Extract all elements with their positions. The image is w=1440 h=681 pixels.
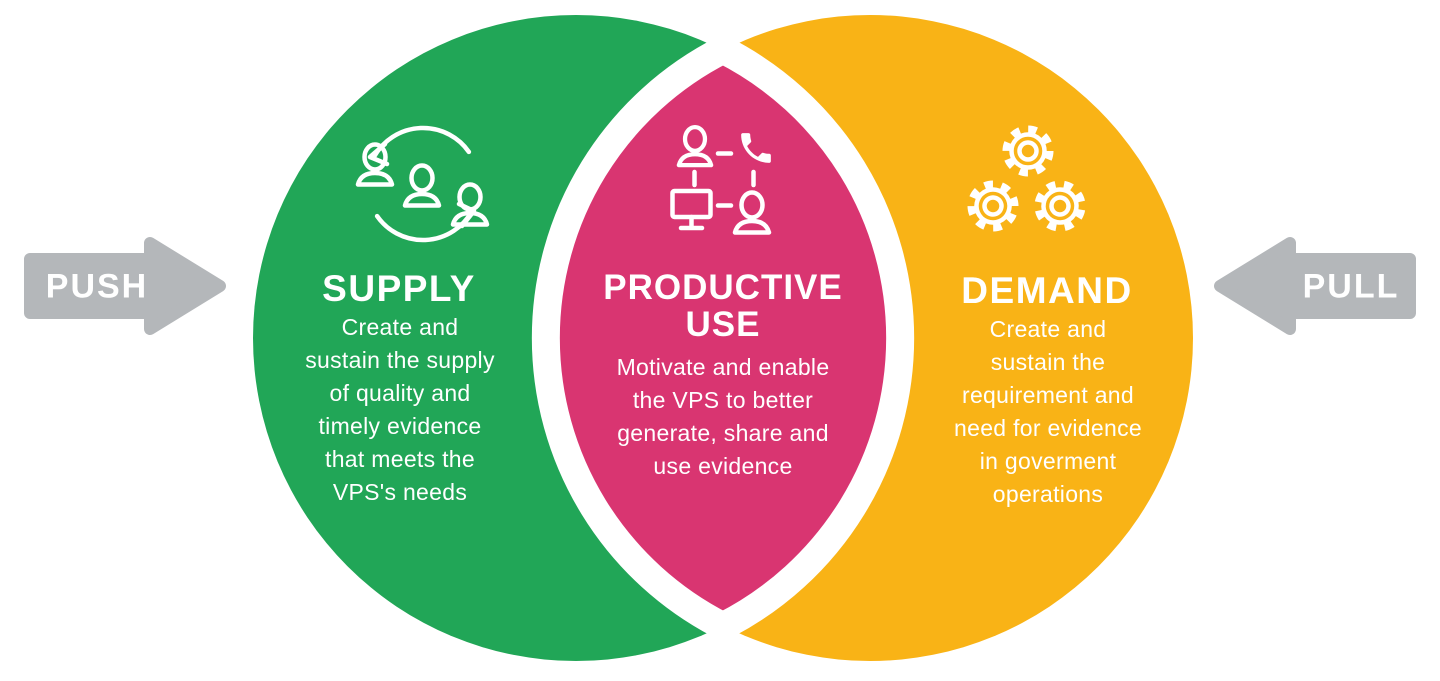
supply-line: Create and — [341, 314, 459, 340]
productive-use-title-line1: PRODUCTIVE — [603, 268, 843, 307]
supply-line: that meets the — [325, 446, 475, 472]
monitor-icon — [670, 188, 713, 231]
demand-line: Create and — [989, 316, 1107, 342]
demand-line: operations — [992, 481, 1104, 507]
productive-use-title: PRODUCTIVE USE — [603, 269, 842, 343]
productive-use-line: the VPS to better — [632, 387, 814, 413]
productive-use-line: generate, share and — [617, 420, 829, 446]
productive-use-line: Motivate and enable — [616, 354, 830, 380]
person-icon — [732, 190, 772, 235]
push-label: PUSH — [45, 267, 149, 306]
person-icon — [355, 142, 395, 187]
demand-line: need for evidence — [954, 415, 1142, 441]
gear-icon — [1034, 180, 1086, 232]
person-icon — [450, 182, 490, 227]
supply-line: VPS's needs — [332, 479, 468, 505]
productive-use-line: use evidence — [653, 453, 793, 479]
pull-arrow — [1214, 237, 1416, 335]
supply-line: timely evidence — [318, 413, 482, 439]
supply-title: SUPPLY — [322, 268, 476, 309]
demand-description: Create and sustain the requirement and n… — [954, 313, 1142, 511]
gear-icon — [1002, 125, 1054, 177]
push-arrow — [24, 237, 226, 335]
supply-description: Create and sustain the supply of quality… — [305, 311, 495, 509]
productive-use-description: Motivate and enable the VPS to better ge… — [617, 351, 830, 483]
demand-line: sustain the — [990, 349, 1106, 375]
demand-line: requirement and — [962, 382, 1134, 408]
supply-line: sustain the supply — [305, 347, 495, 373]
person-icon — [676, 124, 714, 168]
supply-line: of quality and — [329, 380, 471, 406]
pull-label: PULL — [1302, 267, 1400, 306]
productive-use-lens — [531, 35, 915, 641]
demand-line: in goverment — [979, 448, 1117, 474]
people-cycle-icon — [355, 125, 490, 243]
demand-title: DEMAND — [961, 270, 1133, 311]
phone-icon — [741, 133, 771, 163]
people-devices-network-icon — [670, 124, 772, 235]
productive-use-title-line2: USE — [685, 305, 761, 344]
person-icon — [402, 163, 442, 208]
connector-dashes — [692, 151, 756, 208]
